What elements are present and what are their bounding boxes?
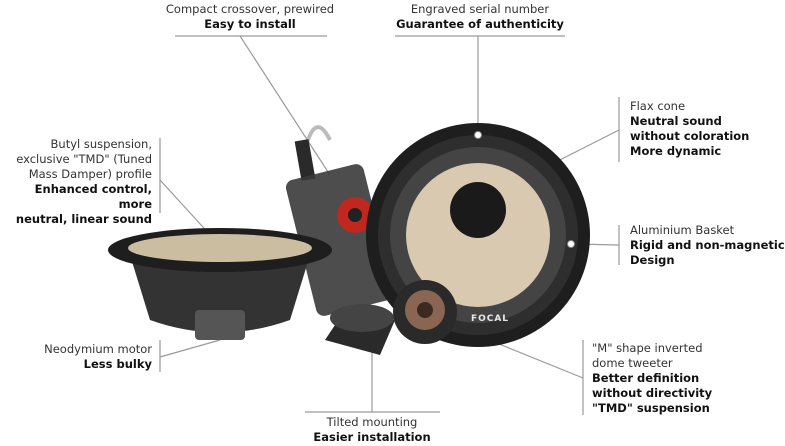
callout-serial: Engraved serial number Guarantee of auth… [380,2,580,32]
callout-benefit: Less bulky [83,357,152,371]
callout-title: Neodymium motor [44,342,152,356]
callout-benefit: without directivity [592,386,713,400]
callout-title: Engraved serial number [410,2,550,16]
callout-title: Compact crossover, prewired [165,2,335,16]
callout-tweeter: "M" shape inverted dome tweeter Better d… [592,341,782,416]
callout-title: Butyl suspension, [50,137,152,151]
callout-benefit: Rigid and non-magnetic [630,238,785,252]
callout-title: exclusive "TMD" (Tuned [16,152,152,166]
callout-benefit: Easier installation [313,430,431,444]
brand-logo-text: FOCAL [471,314,509,324]
callout-benefit: Better definition [592,371,700,385]
callout-benefit: Neutral sound [630,114,722,128]
callout-benefit: "TMD" suspension [592,401,710,415]
callout-title: Aluminium Basket [630,223,735,237]
callout-benefit: Guarantee of authenticity [396,17,564,31]
callout-butyl: Butyl suspension, exclusive "TMD" (Tuned… [0,137,152,227]
woofer-side-image [108,228,332,340]
callout-title: dome tweeter [592,356,673,370]
callout-crossover: Compact crossover, prewired Easy to inst… [150,2,350,32]
callout-benefit: Easy to install [204,17,296,31]
callout-benefit: neutral, linear sound [15,212,152,226]
callout-title: "M" shape inverted [592,341,703,355]
tweeter-images [325,280,457,355]
callout-basket: Aluminium Basket Rigid and non-magnetic … [630,223,785,268]
leader-lines [159,35,620,415]
callout-benefit: Design [630,253,675,267]
callout-flax: Flax cone Neutral sound without colorati… [630,99,785,159]
crossover-image [285,125,395,316]
callout-mounting: Tilted mounting Easier installation [272,415,472,445]
callout-benefit: More dynamic [630,144,722,158]
callout-motor: Neodymium motor Less bulky [0,342,152,372]
callout-title: Mass Damper) profile [28,167,152,181]
callout-title: Tilted mounting [326,415,418,429]
callout-benefit: without coloration [630,129,750,143]
callout-benefit: Enhanced control, more [34,182,152,211]
callout-title: Flax cone [630,99,686,113]
